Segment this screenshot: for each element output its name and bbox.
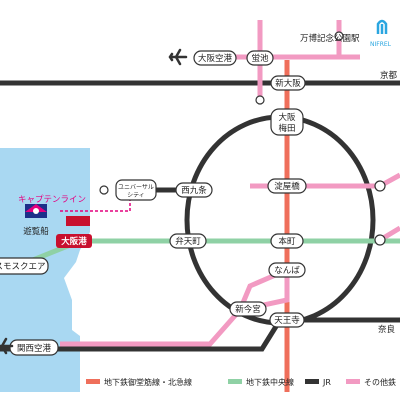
station-hommachi-box[interactable]	[270, 233, 304, 249]
legend-label-other: その他鉄	[364, 377, 396, 387]
station-namba-box[interactable]	[268, 262, 306, 278]
station-nishikujo-label: 西九条	[181, 185, 207, 196]
station-tennoji-label: 天王寺	[274, 316, 300, 326]
station-bentencho-box[interactable]	[169, 233, 207, 249]
station-universal-city-box[interactable]	[115, 179, 157, 201]
other-line-banpaku	[262, 20, 342, 60]
airplane-icon-kansai-airport	[0, 337, 14, 355]
legend-swatch-other	[346, 379, 360, 384]
station-nishikujo-box[interactable]	[175, 182, 213, 198]
station-cosmosquare-box[interactable]	[0, 257, 49, 275]
station-kansai-airport-label: 関西空港	[17, 343, 52, 354]
legend-swatch-jr	[305, 379, 319, 384]
station-osakako-label: 大阪港	[61, 236, 87, 247]
kaiyukan-icon	[25, 204, 47, 218]
station-universal-city-label-2: シティ	[127, 192, 145, 199]
direction-nara-label: 奈良	[378, 324, 396, 335]
station-yodoyabashi-box[interactable]	[267, 178, 307, 194]
station-bentencho-label: 弁天町	[175, 236, 201, 247]
station-osaka-airport-box[interactable]	[193, 50, 237, 66]
legend-swatch-midosuji	[86, 379, 100, 384]
station-hotarugaike-box[interactable]	[246, 50, 274, 66]
legend-label-jr: JR	[322, 378, 331, 387]
station-kansai-airport-box[interactable]	[9, 339, 59, 356]
station-shin-osaka-box[interactable]	[270, 75, 306, 91]
nifrel-logo	[376, 19, 388, 34]
station-shin-imamiya-label: 新今宮	[235, 304, 261, 315]
station-cosmosquare-label: スモスクエア	[0, 262, 46, 272]
station-namba-label: なんば	[274, 266, 300, 276]
station-yodoyabashi-label: 淀屋橋	[274, 181, 300, 192]
station-tsuruhashi-dot[interactable]	[374, 234, 386, 246]
station-hotarugaike-label: 蛍池	[251, 53, 269, 64]
station-kyobashi-dot[interactable]	[374, 180, 386, 192]
jr-line-kansai-airport	[0, 317, 400, 352]
airplane-icon-osaka-airport	[168, 48, 188, 66]
jr-loop-line	[184, 114, 376, 326]
station-shin-imamiya-box[interactable]	[229, 301, 267, 317]
captain-line-route	[60, 196, 131, 212]
legend-label-midosuji: 地下鉄御堂筋線・北急線	[104, 377, 192, 387]
station-osakako-badge[interactable]	[56, 234, 92, 248]
station-banpaku-dot[interactable]	[334, 31, 344, 41]
station-hommachi-label: 本町	[278, 236, 296, 247]
station-shin-osaka-label: 新大阪	[275, 78, 301, 89]
station-osaka-airport-label: 大阪空港	[198, 53, 233, 64]
station-universal-city-label-1: ユニバーサル	[118, 184, 154, 191]
direction-kyoto-label: 京都	[380, 70, 398, 81]
station-banpaku-label: 万博記念公園駅	[300, 33, 360, 44]
station-umeda-label: 梅田	[278, 123, 295, 134]
captain-line-label: キャプテンライン	[18, 195, 86, 205]
captain-line-pier	[66, 216, 90, 226]
station-osaka-umeda-box[interactable]	[270, 108, 304, 136]
legend: 地下鉄御堂筋線・北急線 地下鉄中央線 JR その他鉄	[86, 377, 396, 387]
station-juso-dot[interactable]	[255, 95, 265, 105]
legend-label-chuo: 地下鉄中央線	[246, 377, 294, 387]
kaiyukan-label: 遊覧船	[23, 226, 49, 237]
station-tennoji-box[interactable]	[269, 312, 305, 328]
nifrel-label: NIFREL	[370, 41, 392, 48]
legend-swatch-chuo	[228, 379, 242, 384]
station-sakurajima-dot[interactable]	[99, 185, 109, 195]
station-osaka-label: 大阪	[278, 112, 296, 123]
